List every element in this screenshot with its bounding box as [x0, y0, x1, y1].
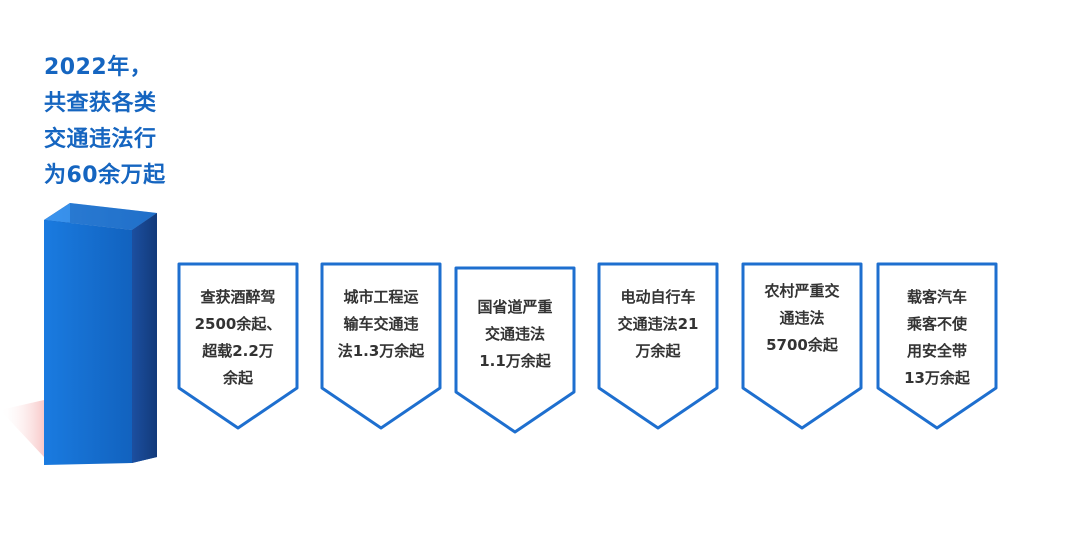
card-line: 1.1万余起 [479, 352, 551, 370]
card-outline [454, 266, 576, 434]
pillar-shape [0, 203, 157, 465]
pillar-graphic [0, 195, 170, 470]
card-line: 超载2.2万 [202, 342, 274, 360]
card-outline [876, 262, 998, 430]
card-line: 13万余起 [904, 369, 970, 387]
card-line: 5700余起 [766, 336, 838, 354]
card-line: 交通违法 [484, 325, 545, 343]
headline-line: 2022年， [44, 55, 153, 80]
card-line: 乘客不使 [906, 315, 967, 333]
card-line: 农村严重交 [764, 282, 840, 300]
card-line: 2500余起、 [194, 315, 282, 333]
headline-line: 为60余万起 [44, 163, 166, 188]
card-line: 通违法 [779, 309, 825, 327]
card-line: 城市工程运 [343, 288, 419, 306]
card-line: 法1.3万余起 [337, 342, 425, 360]
card-line: 查获酒醉驾 [200, 288, 276, 306]
violation-card: 城市工程运 输车交通违 法1.3万余起 [320, 262, 442, 432]
headline: 2022年， 共查获各类 交通违法行 为60余万起 [44, 50, 166, 194]
card-line: 输车交通违 [343, 315, 419, 333]
violation-card: 农村严重交 通违法 5700余起 [741, 262, 863, 432]
card-line: 用安全带 [906, 342, 967, 360]
headline-line: 共查获各类 [44, 91, 157, 116]
card-outline [320, 262, 442, 430]
card-line: 交通违法21 [617, 315, 699, 333]
card-outline [741, 262, 863, 430]
headline-line: 交通违法行 [44, 127, 157, 152]
card-line: 余起 [222, 369, 253, 387]
card-line: 万余起 [635, 342, 681, 360]
card-line: 载客汽车 [906, 288, 967, 306]
violation-card: 电动自行车 交通违法21 万余起 [597, 262, 719, 432]
card-outline [177, 262, 299, 430]
violation-card: 国省道严重 交通违法 1.1万余起 [454, 266, 576, 436]
card-outline [597, 262, 719, 430]
card-line: 电动自行车 [620, 288, 696, 306]
card-line: 国省道严重 [477, 298, 553, 316]
violation-card: 载客汽车 乘客不使 用安全带 13万余起 [876, 262, 998, 432]
violation-card: 查获酒醉驾 2500余起、 超载2.2万 余起 [177, 262, 299, 432]
